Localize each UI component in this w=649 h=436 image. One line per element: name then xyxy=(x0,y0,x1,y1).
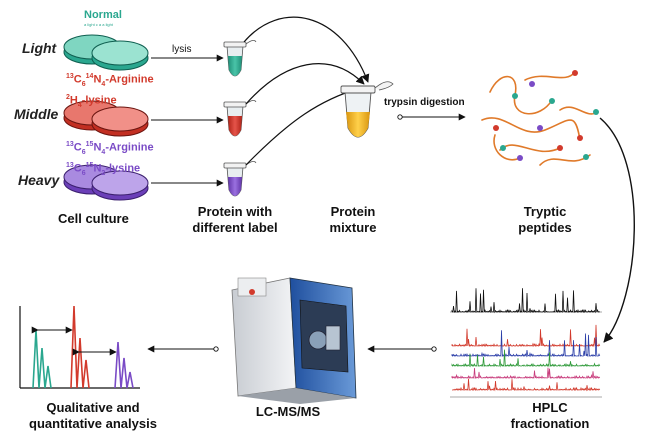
dish-middle xyxy=(63,100,149,137)
arrow-lysis xyxy=(151,54,224,187)
tube-light xyxy=(223,40,257,77)
peptide-markers xyxy=(493,70,599,161)
tube-mixture xyxy=(340,81,394,138)
tube-middle xyxy=(223,100,257,137)
caption-hplc: HPLC fractionation xyxy=(510,400,590,431)
caption-lcms: LC-MS/MS xyxy=(255,404,321,419)
label-lysis: lysis xyxy=(172,44,192,55)
label-heavy: Heavy xyxy=(18,172,60,188)
dish-light xyxy=(63,34,149,71)
hplc-top-trace xyxy=(450,288,602,314)
arrow-to-hplc xyxy=(599,117,635,343)
hplc-fraction-traces xyxy=(450,324,602,398)
dish-heavy xyxy=(63,164,149,201)
caption-tryptic-peptides: Tryptic peptides xyxy=(518,204,572,235)
label-heavy-isotopes: 13C615N4-Arginine 13C615N2-lysine xyxy=(66,141,154,177)
label-light: Light xyxy=(22,40,57,56)
lcms-instrument xyxy=(231,277,357,404)
arrow-to-lcms xyxy=(367,345,437,353)
label-middle-isotopes: 13C614N4-Arginine 2H4-lysine xyxy=(66,73,154,109)
label-trypsin: trypsin digestion xyxy=(384,97,465,108)
label-middle: Middle xyxy=(14,106,59,122)
caption-protein-label: Protein with different label xyxy=(192,204,278,235)
caption-protein-mixture: Protein mixture xyxy=(329,204,377,235)
peptide-cluster xyxy=(481,71,599,166)
ms-spectrum xyxy=(19,305,140,389)
caption-analysis: Qualitative and quantitative analysis xyxy=(29,400,157,431)
arrow-to-analysis xyxy=(147,345,219,353)
tube-heavy xyxy=(223,161,257,197)
arrow-trypsin xyxy=(397,113,466,121)
label-normal: Normal xyxy=(84,9,122,21)
caption-cell-culture: Cell culture xyxy=(58,211,129,226)
label-normal-sub: a light c a a light xyxy=(84,22,113,27)
